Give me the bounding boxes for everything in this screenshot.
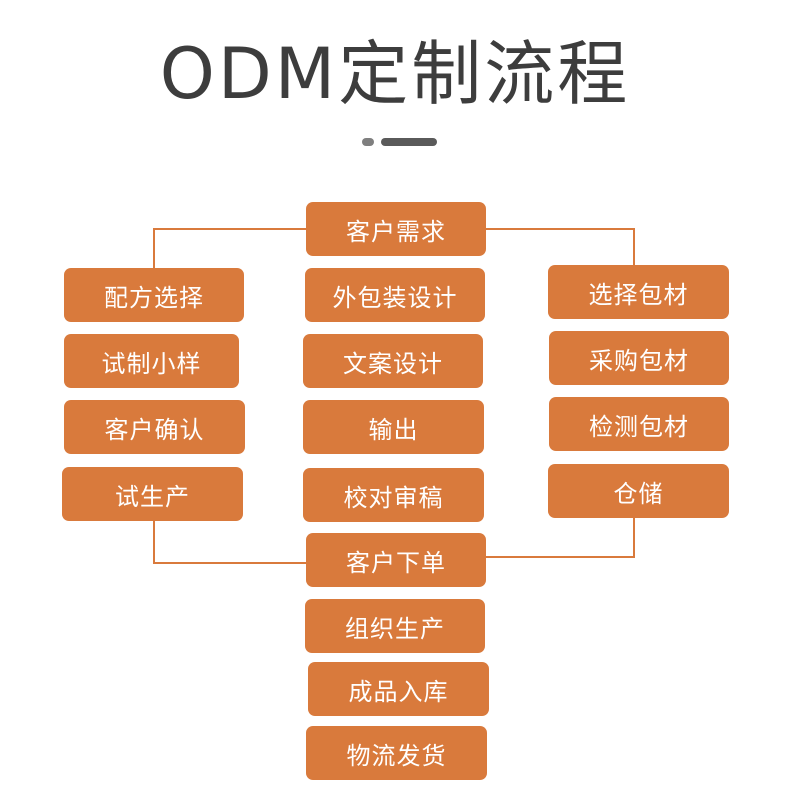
- step-customer-confirm: 客户确认: [64, 400, 245, 454]
- step-customer-order: 客户下单: [306, 533, 486, 587]
- step-proofread: 校对审稿: [303, 468, 484, 522]
- step-formula-selection: 配方选择: [64, 268, 244, 322]
- connector-top-left: [153, 228, 306, 268]
- step-select-packaging: 选择包材: [548, 265, 729, 319]
- connector-bottom-right: [486, 518, 635, 558]
- connector-top-right: [486, 228, 635, 265]
- step-customer-demand: 客户需求: [306, 202, 486, 256]
- step-organize-production: 组织生产: [305, 599, 485, 653]
- title-decoration-dot: [362, 138, 374, 146]
- connector-bottom-left: [153, 521, 306, 564]
- step-output: 输出: [303, 400, 484, 454]
- step-logistics-shipping: 物流发货: [306, 726, 487, 780]
- step-warehousing: 成品入库: [308, 662, 489, 716]
- step-trial-production: 试生产: [62, 467, 243, 521]
- step-packaging-design: 外包装设计: [305, 268, 485, 322]
- step-inspect-packaging: 检测包材: [549, 397, 729, 451]
- page-title: ODM定制流程: [159, 33, 631, 115]
- step-storage: 仓储: [548, 464, 729, 518]
- step-copy-design: 文案设计: [303, 334, 483, 388]
- step-trial-sample: 试制小样: [64, 334, 239, 388]
- step-purchase-packaging: 采购包材: [549, 331, 729, 385]
- title-decoration-bar: [381, 138, 437, 146]
